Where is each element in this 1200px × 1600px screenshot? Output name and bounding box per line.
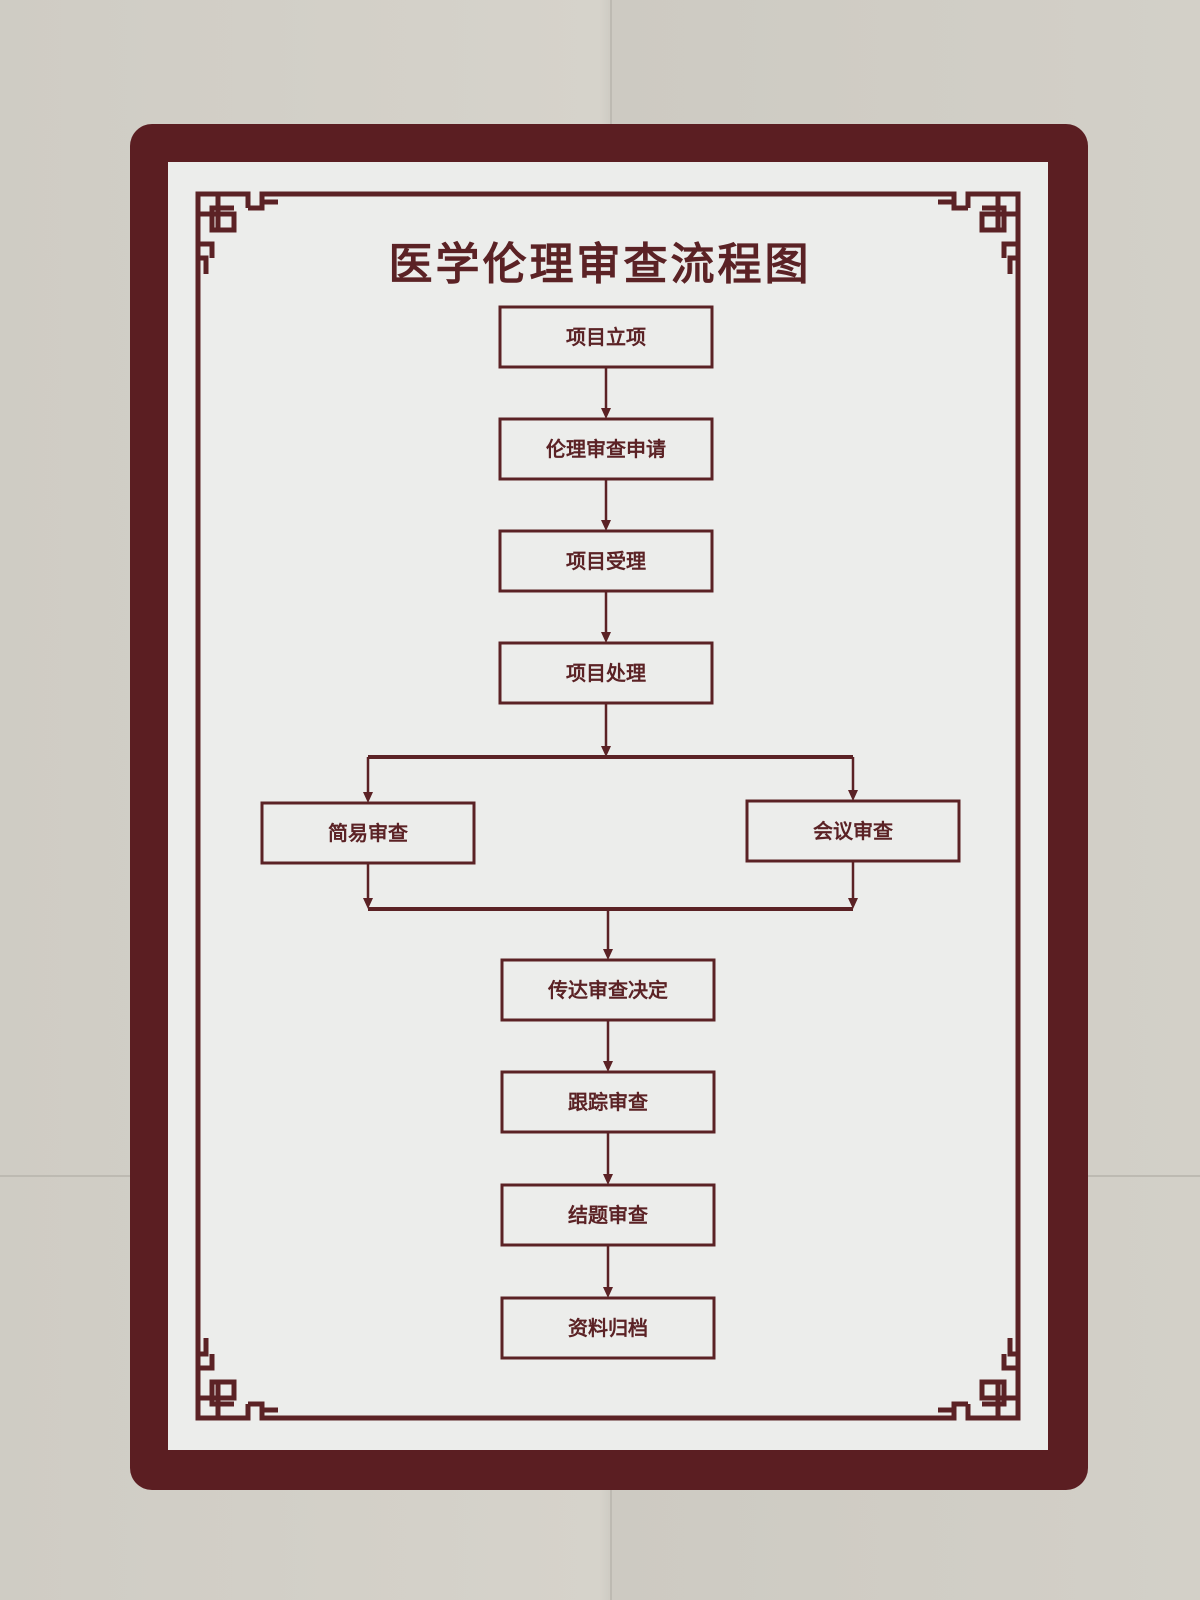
page-title: 医学伦理审查流程图 (388, 239, 812, 290)
border-line (195, 191, 1021, 1421)
flow-box-label: 伦理审查申请 (546, 437, 666, 461)
flow-box-label: 传达审查决定 (547, 978, 668, 1002)
corner-ornament (938, 1338, 1021, 1421)
corner-ornament (195, 191, 278, 274)
arrow-head (601, 632, 611, 643)
arrow-head (603, 949, 613, 960)
flow-box-label: 资料归档 (568, 1316, 648, 1340)
flow-box-label: 简易审查 (328, 821, 408, 845)
arrow-head (601, 408, 611, 419)
sign-panel (168, 162, 1048, 1450)
decorative-border (195, 191, 1021, 1421)
arrow-head (601, 520, 611, 531)
flow-box-label: 项目受理 (566, 549, 646, 573)
arrow-head (848, 898, 858, 909)
corner-ornament (938, 191, 1021, 274)
flow-box-label: 结题审查 (568, 1203, 648, 1227)
flow-box-label: 项目处理 (566, 661, 646, 685)
corner-ornament (195, 1338, 278, 1421)
flow-step-n3: 项目受理 (498, 529, 714, 593)
flow-box-label: 项目立项 (566, 325, 646, 349)
arrow-head (603, 1287, 613, 1298)
flow-box-label: 跟踪审查 (568, 1090, 648, 1114)
arrow-head (363, 898, 373, 909)
arrow-head (603, 1061, 613, 1072)
arrow-head (603, 1174, 613, 1185)
arrow-head (848, 790, 858, 801)
arrow-head (363, 792, 373, 803)
arrow-head (601, 746, 611, 757)
flow-step-n9: 资料归档 (500, 1296, 716, 1360)
flow-step-n1: 项目立项 (498, 305, 714, 369)
flow-box-label: 会议审查 (813, 819, 893, 843)
